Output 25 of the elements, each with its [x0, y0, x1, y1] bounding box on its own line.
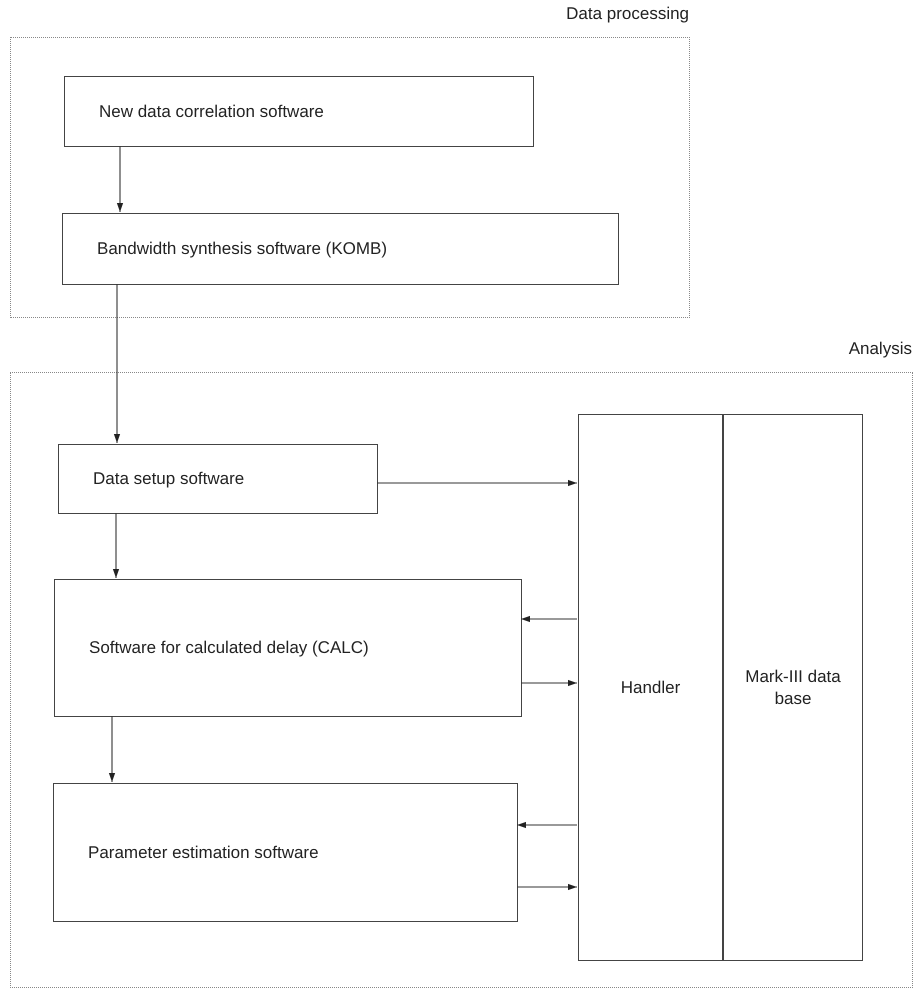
box-label: Software for calculated delay (CALC) — [89, 638, 369, 658]
arrow — [377, 480, 577, 486]
box-label: New data correlation software — [99, 102, 324, 122]
process-box — [53, 783, 518, 922]
group-heading: Data processing — [566, 4, 689, 24]
box-label: Data setup software — [93, 469, 244, 489]
arrow — [114, 284, 120, 443]
arrow — [521, 680, 577, 686]
box-label: Bandwidth synthesis software (KOMB) — [97, 239, 388, 259]
arrow — [517, 822, 577, 828]
process-box — [62, 213, 619, 285]
process-box — [54, 579, 522, 717]
box-label: Mark-III data base — [744, 665, 842, 710]
arrow — [517, 884, 577, 890]
arrow — [108, 716, 116, 782]
arrow — [116, 146, 124, 212]
process-box — [578, 414, 723, 961]
box-label: Parameter estimation software — [88, 842, 319, 862]
database-box — [723, 414, 863, 961]
process-box — [58, 444, 378, 514]
arrow — [521, 616, 577, 622]
process-box — [64, 76, 534, 147]
group-heading: Analysis — [848, 339, 912, 359]
box-label: Handler — [620, 676, 682, 698]
arrow — [112, 513, 120, 578]
